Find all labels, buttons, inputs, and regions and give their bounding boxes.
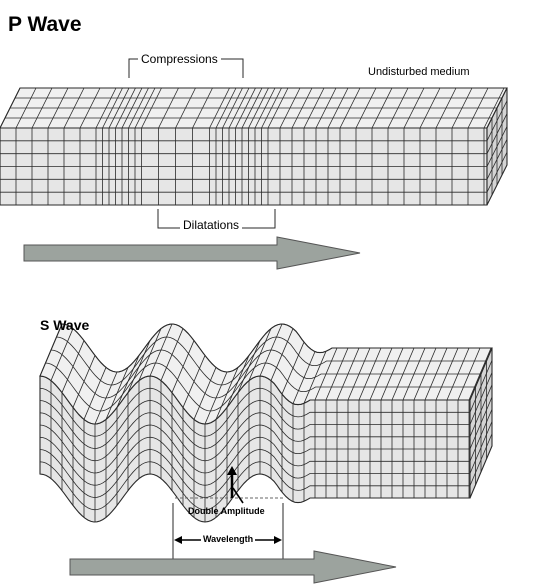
s-front-hcurve <box>39 387 470 437</box>
s-front-hcurve <box>39 400 470 449</box>
s-wave-title: S Wave <box>40 317 90 333</box>
dilatations-label: Dilatations <box>180 219 243 231</box>
wavelength-left-arrowhead <box>174 536 182 544</box>
p-wave-title: P Wave <box>8 13 82 36</box>
s-arrow-shape <box>69 550 397 584</box>
s-top-curve <box>56 336 487 386</box>
p-side-hline <box>486 113 508 154</box>
s-top-curve <box>45 362 476 412</box>
s-wave-direction-arrow <box>69 550 397 584</box>
s-top-curve <box>61 323 492 373</box>
amplitude-leader-line <box>232 487 244 504</box>
s-side-hline <box>469 384 493 437</box>
p-wave-direction-arrow <box>23 236 361 270</box>
double-amplitude-label: Double Amplitude <box>188 506 265 516</box>
wavelength-right-arrowhead <box>274 536 282 544</box>
p-side-hline <box>486 151 508 193</box>
compressions-label: Compressions <box>138 53 221 65</box>
s-wave-block <box>39 323 493 523</box>
s-side-hline <box>469 372 493 425</box>
s-side-hline <box>469 421 493 474</box>
s-front-hcurve <box>39 436 470 486</box>
p-arrow-shape <box>23 236 361 270</box>
p-side-hline <box>486 126 508 167</box>
s-side-hline <box>469 360 493 413</box>
s-side-hline <box>469 396 493 450</box>
s-front-hcurve <box>39 424 470 474</box>
wavelength-label: Wavelength <box>201 534 256 544</box>
s-front-hcurve <box>39 412 470 462</box>
s-front-hcurve <box>39 449 470 498</box>
p-side-hline <box>486 139 508 180</box>
p-side-hline <box>486 100 508 142</box>
s-front-hcurve <box>39 461 470 511</box>
s-side-hline <box>469 409 493 462</box>
s-side-hline <box>469 433 493 486</box>
undisturbed-medium-label: Undisturbed medium <box>368 66 470 78</box>
amplitude-up-arrow-head <box>227 466 237 475</box>
p-wave-block <box>0 87 508 206</box>
s-top-curve <box>50 349 481 399</box>
